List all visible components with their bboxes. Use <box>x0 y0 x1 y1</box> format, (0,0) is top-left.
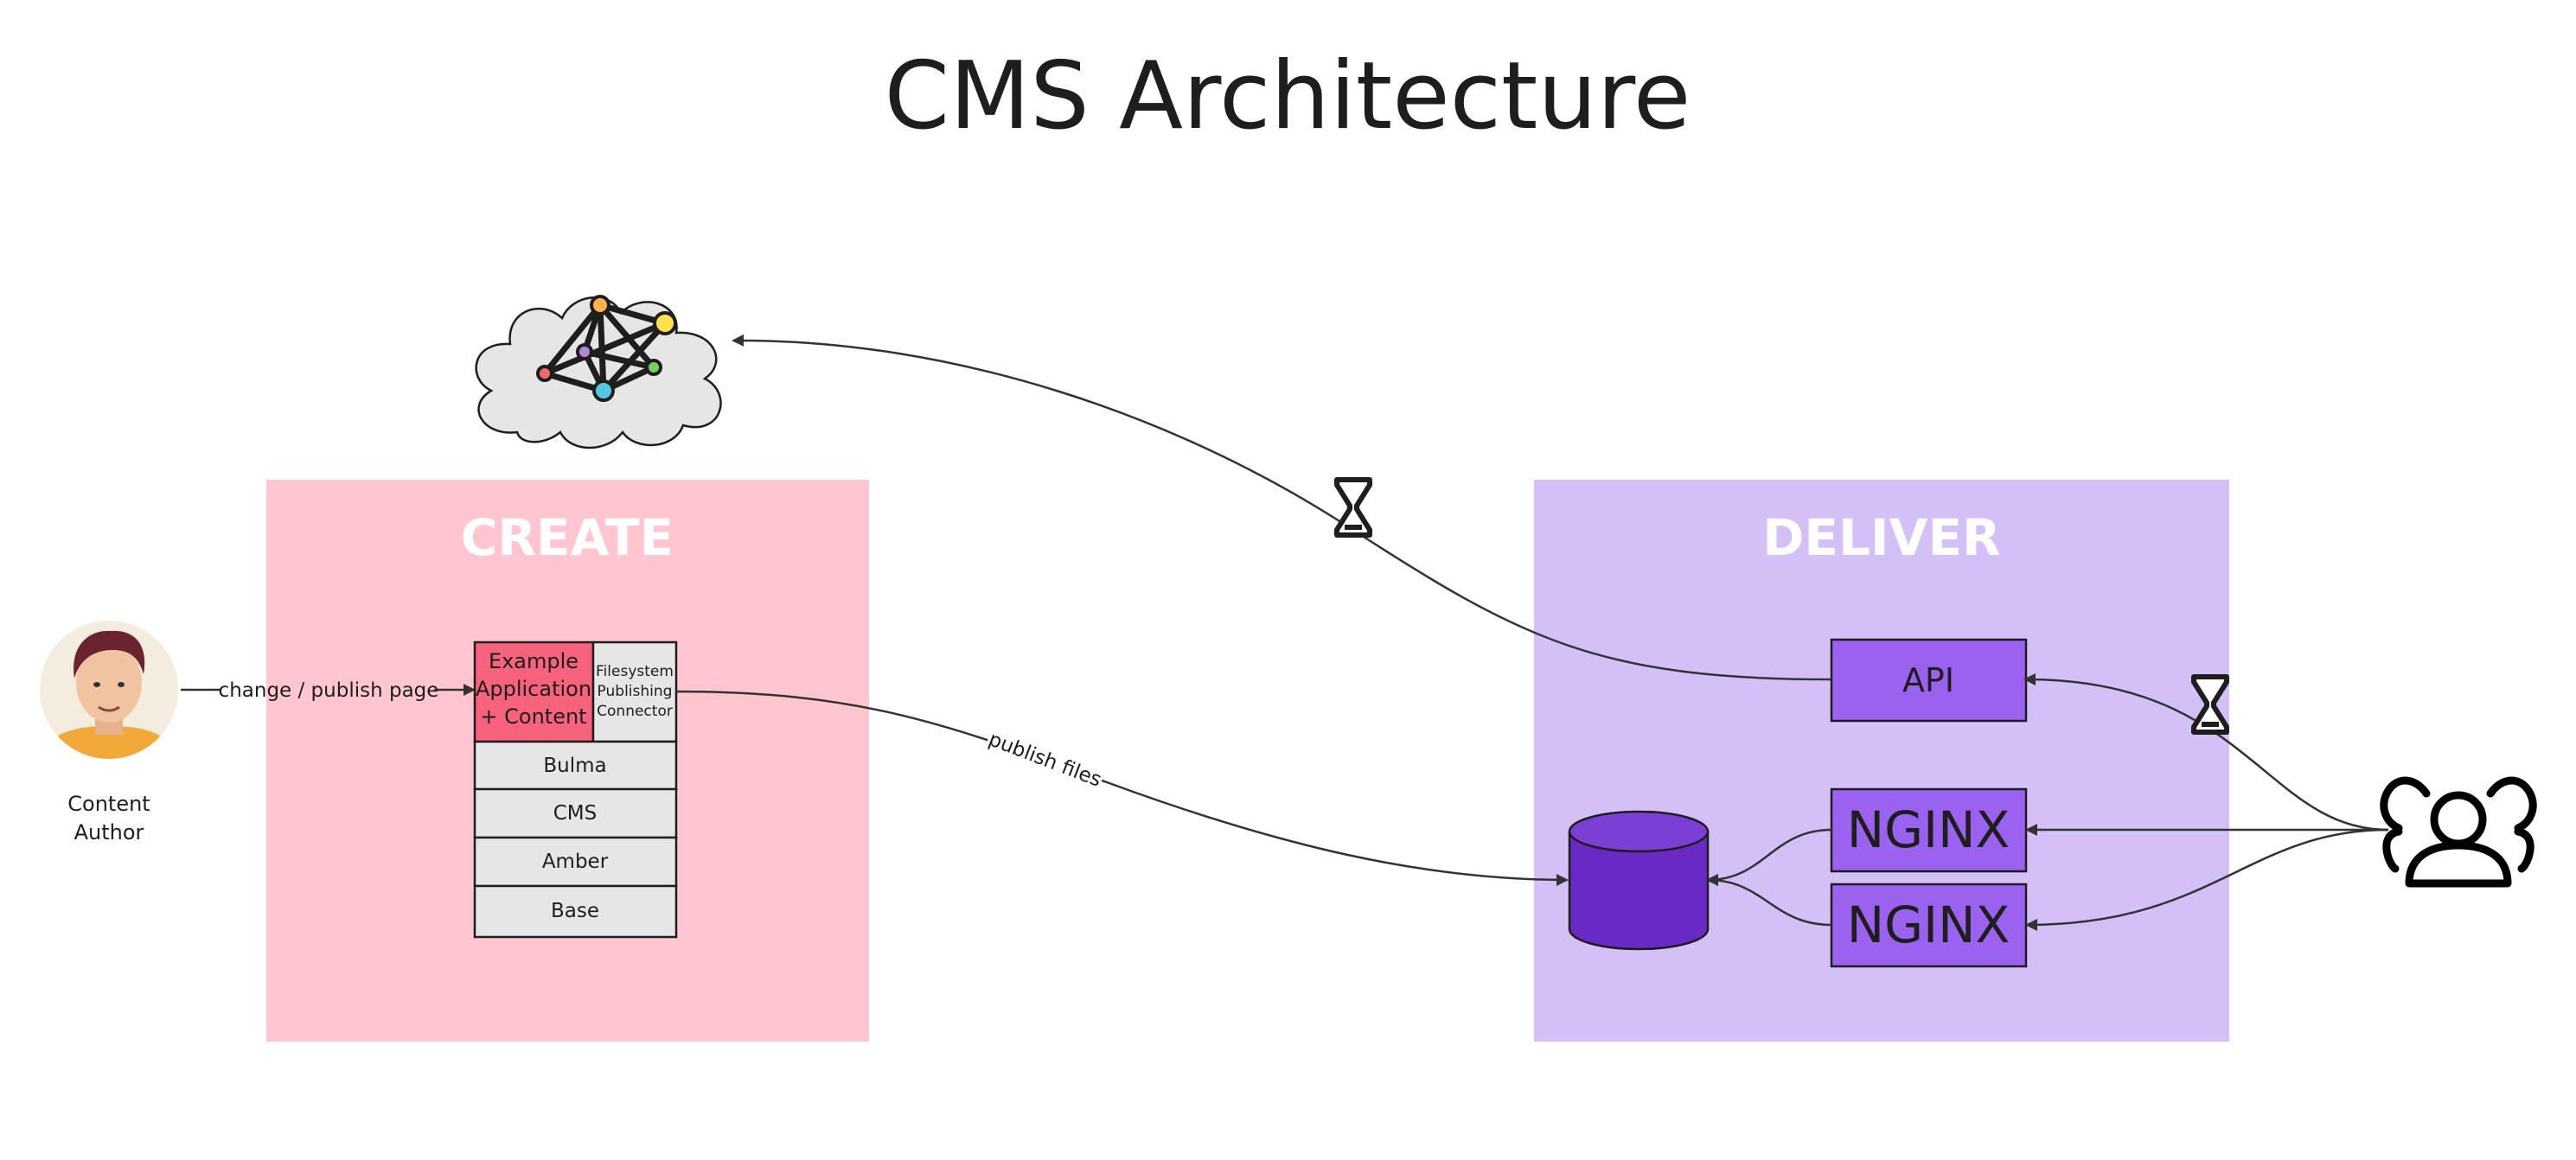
stack-label-cms: CMS <box>553 802 598 825</box>
hourglass-icon <box>1334 477 1372 538</box>
stack-layer-cms <box>473 787 678 839</box>
stack-label-amber: Amber <box>542 851 609 873</box>
api-label: API <box>1902 661 1954 699</box>
page-title: CMS Architecture <box>885 42 1691 150</box>
stack-label-bulma: Bulma <box>543 755 606 777</box>
hourglass-icon <box>2191 674 2229 735</box>
nginx-1-label: NGINX <box>1847 800 2010 859</box>
edge-nginx2-to-db <box>1706 874 1832 927</box>
edge-users-to-api <box>2023 672 2389 832</box>
edge-publish-files <box>675 690 1569 886</box>
author-label-line1: Content <box>67 792 150 816</box>
api-box <box>1830 638 2028 723</box>
stack-label-base: Base <box>551 900 599 922</box>
create-zone-label: CREATE <box>461 508 674 567</box>
connector-line3: Connector <box>597 703 673 720</box>
connector-line1: Filesystem <box>596 663 674 680</box>
person-avatar-icon <box>40 621 178 759</box>
edge-nginx1-to-db <box>1706 828 1832 886</box>
stack-layer-base <box>473 884 678 939</box>
deliver-zone-label: DELIVER <box>1762 508 2000 567</box>
stack-layer-bulma <box>473 740 678 791</box>
filesystem-connector-box <box>591 641 678 743</box>
users-group-icon <box>2380 776 2537 888</box>
nginx-box-2 <box>1830 883 2028 968</box>
nginx-2-label: NGINX <box>1847 895 2010 954</box>
author-label-line2: Author <box>74 820 144 845</box>
app-box-line3: + Content <box>480 704 586 729</box>
app-box-line1: Example <box>489 649 578 673</box>
network-cloud-icon <box>475 295 722 449</box>
edge-users-to-nginx2 <box>2025 828 2389 931</box>
app-box-line2: Application <box>476 677 591 701</box>
database-icon <box>1568 810 1710 951</box>
connector-line2: Publishing <box>598 683 673 700</box>
edge-change-publish-label: change / publish page <box>219 679 439 702</box>
